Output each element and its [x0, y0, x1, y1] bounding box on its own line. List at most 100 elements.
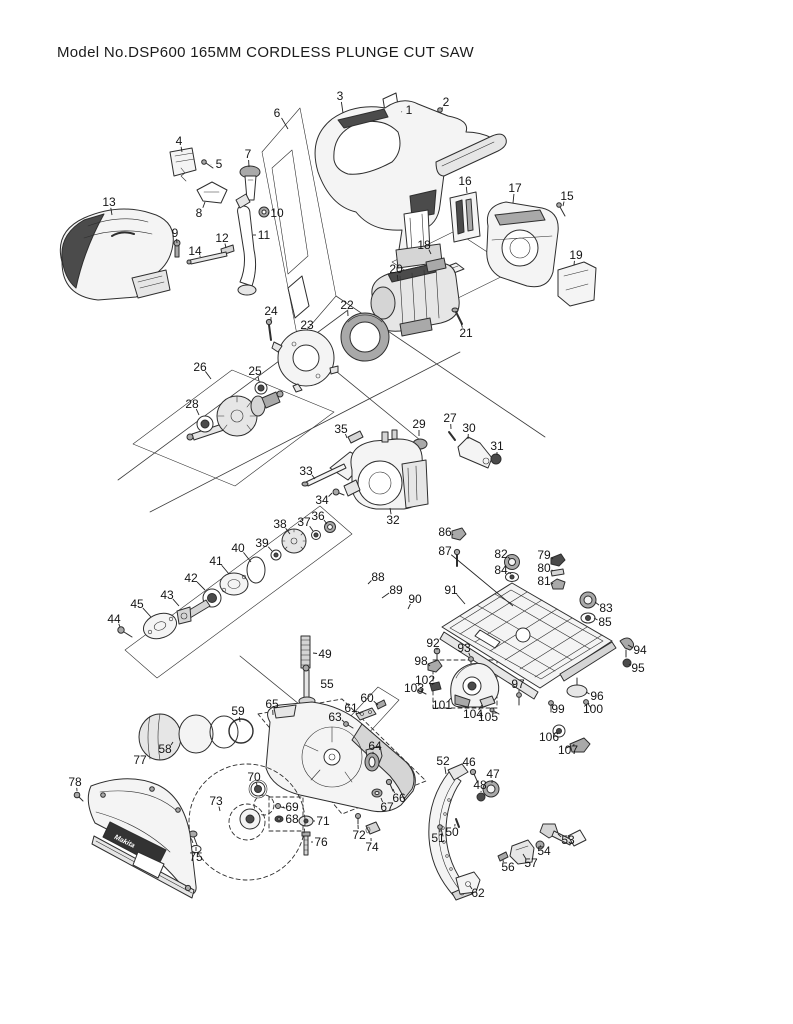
part-number-label-58: 58 [158, 742, 172, 756]
leader-line-63 [341, 719, 345, 723]
leader-line-16 [465, 186, 468, 194]
leader-line-87 [450, 554, 514, 607]
part-number-label-17: 17 [508, 181, 522, 195]
part-number-label-104: 104 [463, 707, 483, 721]
leader-line-28 [195, 408, 200, 416]
part-number-label-103: 103 [404, 681, 424, 695]
part-number-label-57: 57 [524, 856, 538, 870]
leader-line-89 [381, 592, 390, 599]
part-number-label-19: 19 [569, 248, 583, 262]
leader-line-39 [267, 546, 273, 552]
part-number-label-88: 88 [371, 570, 385, 584]
leader-line-83 [594, 601, 600, 606]
part-number-label-51: 51 [431, 831, 445, 845]
leader-line-96 [585, 691, 590, 695]
leader-line-42 [196, 581, 206, 591]
gear-housing-art [301, 429, 502, 510]
part-number-label-79: 79 [537, 548, 551, 562]
leader-line-43 [172, 598, 180, 607]
leader-line-40 [243, 552, 252, 563]
part-number-label-95: 95 [631, 661, 645, 675]
leader-line-90 [407, 603, 411, 610]
part-number-label-39: 39 [255, 536, 269, 550]
part-number-label-10: 10 [270, 206, 284, 220]
part-number-label-31: 31 [490, 439, 504, 453]
part-number-label-52: 52 [436, 754, 450, 768]
leader-line-35 [345, 433, 348, 439]
part-number-label-43: 43 [160, 588, 174, 602]
leader-line-86 [452, 533, 454, 536]
part-number-label-18: 18 [417, 238, 431, 252]
leader-line-88 [367, 580, 372, 585]
leader-line-26 [205, 371, 212, 380]
part-number-label-89: 89 [389, 583, 403, 597]
leader-line-58 [170, 741, 174, 746]
part-number-label-81: 81 [537, 574, 551, 588]
part-number-label-74: 74 [365, 840, 379, 854]
part-number-label-97: 97 [511, 677, 525, 691]
guide-segment-art [428, 763, 587, 901]
part-number-label-106: 106 [539, 730, 559, 744]
motor-assembly-art [265, 191, 597, 393]
part-number-label-12: 12 [215, 231, 229, 245]
part-number-label-8: 8 [196, 206, 203, 220]
part-number-label-75: 75 [189, 850, 203, 864]
leader-line-60 [373, 700, 379, 706]
leader-line-82 [507, 556, 511, 560]
part-number-label-42: 42 [184, 571, 198, 585]
part-number-label-41: 41 [209, 554, 223, 568]
part-number-label-28: 28 [185, 397, 199, 411]
diagram-title: Model No.DSP600 165MM CORDLESS PLUNGE CU… [57, 44, 474, 61]
leader-line-52 [444, 766, 447, 775]
leader-line-95 [628, 663, 631, 666]
part-number-label-65: 65 [265, 697, 279, 711]
leader-line-104 [478, 704, 483, 711]
part-number-label-30: 30 [462, 421, 476, 435]
part-number-label-70: 70 [247, 770, 261, 784]
leader-line-36 [323, 519, 328, 525]
leader-line-12 [224, 243, 227, 249]
part-number-label-50: 50 [445, 825, 459, 839]
part-number-label-37: 37 [297, 515, 311, 529]
leader-line-61 [357, 711, 361, 715]
part-number-label-60: 60 [360, 691, 374, 705]
leader-line-45 [142, 607, 152, 618]
leader-line-57 [522, 853, 527, 859]
part-number-label-107: 107 [558, 743, 578, 757]
part-number-label-99: 99 [551, 702, 565, 716]
part-number-label-72: 72 [352, 828, 366, 842]
part-number-label-48: 48 [473, 778, 487, 792]
leader-line-38 [285, 527, 291, 535]
leader-line-3 [340, 101, 344, 114]
part-number-label-91: 91 [444, 583, 458, 597]
leader-line-25 [257, 376, 260, 382]
part-number-label-62: 62 [471, 886, 485, 900]
leader-line-34 [328, 492, 333, 497]
part-number-label-6: 6 [274, 106, 281, 120]
part-number-label-77: 77 [133, 753, 147, 767]
leader-line-98 [427, 663, 431, 667]
part-number-label-56: 56 [501, 860, 515, 874]
blade-case-art [138, 635, 416, 856]
part-number-label-93: 93 [457, 641, 471, 655]
part-number-label-86: 86 [438, 525, 452, 539]
base-plate-art [417, 527, 635, 753]
part-number-label-98: 98 [414, 654, 428, 668]
leader-line-80 [551, 569, 554, 572]
part-number-label-5: 5 [216, 157, 223, 171]
gear-train-art [117, 521, 336, 640]
part-number-label-66: 66 [392, 791, 406, 805]
leader-line-62 [469, 885, 473, 890]
part-number-label-96: 96 [590, 689, 604, 703]
part-number-label-27: 27 [443, 411, 457, 425]
part-number-label-15: 15 [560, 189, 574, 203]
part-number-label-78: 78 [68, 775, 82, 789]
part-number-label-61: 61 [344, 701, 358, 715]
part-number-label-100: 100 [583, 702, 603, 716]
leader-line-81 [551, 582, 554, 585]
leader-line-103 [421, 689, 423, 692]
part-number-label-25: 25 [248, 364, 262, 378]
part-number-label-47: 47 [486, 767, 500, 781]
